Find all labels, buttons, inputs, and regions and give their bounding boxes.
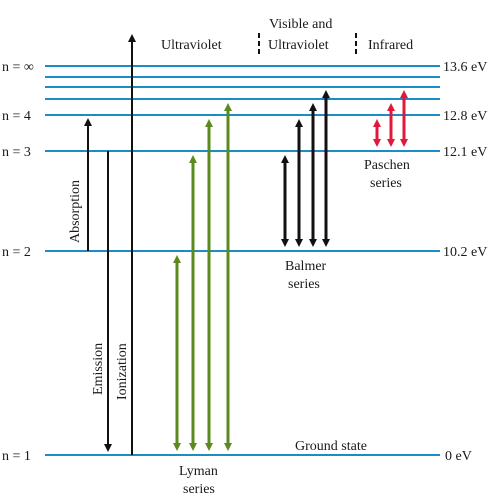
n-label-3: n = 3 [2, 145, 31, 160]
process-arrows [84, 34, 136, 455]
region-infrared: Infrared [368, 38, 413, 53]
ionization-label: Ionization [115, 343, 130, 400]
energy-label-1: 0 eV [445, 449, 472, 464]
n-label-1: n = 1 [2, 449, 31, 464]
n-label-2: n = 2 [2, 245, 31, 260]
lyman-label-line1: Lyman [179, 464, 218, 479]
energy-label-inf: 13.6 eV [443, 60, 487, 75]
lyman-series-arrows [173, 103, 232, 451]
energy-level-lines [45, 65, 440, 456]
paschen-series-arrows [373, 90, 408, 147]
region-ultraviolet: Ultraviolet [161, 38, 222, 53]
n-labels: n = ∞ n = 4 n = 3 n = 2 n = 1 [2, 60, 34, 464]
ground-state-label: Ground state [295, 439, 367, 454]
paschen-label-line1: Paschen [364, 158, 410, 173]
energy-label-2: 10.2 eV [443, 245, 487, 260]
paschen-label-line2: series [370, 176, 402, 191]
n-label-inf: n = ∞ [2, 60, 34, 75]
emission-label: Emission [91, 343, 106, 395]
balmer-series-arrows [281, 90, 330, 247]
region-headings: Ultraviolet Visible and Ultraviolet Infr… [161, 17, 413, 54]
region-visible-line1: Visible and [269, 17, 332, 32]
region-visible-line2: Ultraviolet [268, 38, 329, 53]
energy-labels: 13.6 eV 12.8 eV 12.1 eV 10.2 eV 0 eV [443, 60, 487, 464]
n-label-4: n = 4 [2, 109, 31, 124]
balmer-label-line2: series [288, 277, 320, 292]
lyman-label-line2: series [183, 482, 215, 497]
energy-label-4: 12.8 eV [443, 109, 487, 124]
balmer-label-line1: Balmer [285, 259, 327, 274]
energy-label-3: 12.1 eV [443, 145, 487, 160]
absorption-label: Absorption [68, 180, 83, 243]
